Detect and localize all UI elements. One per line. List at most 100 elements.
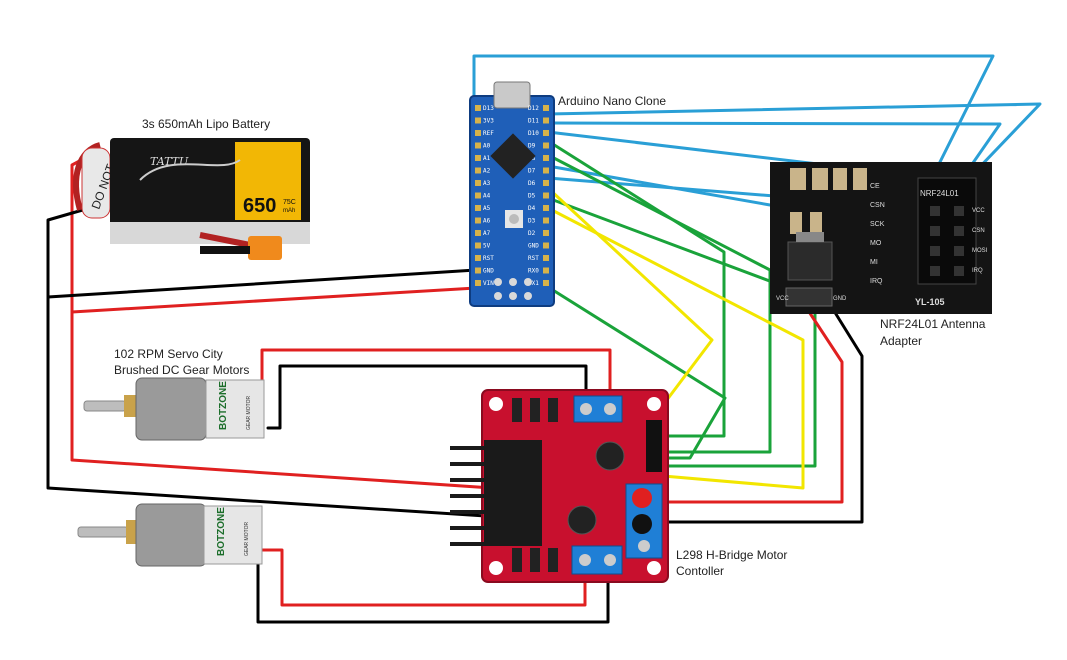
red-wire-nrf-vcc xyxy=(653,293,844,504)
arduino-pin xyxy=(475,155,481,161)
arduino-pin xyxy=(475,167,481,174)
arduino-pin xyxy=(543,105,549,111)
arduino-pin-label: A1 xyxy=(483,155,491,162)
arduino-pin xyxy=(543,242,549,249)
arduino-pin-label: D7 xyxy=(528,168,536,175)
arduino-pin-label: VIN xyxy=(483,280,494,287)
arduino-pin-label: A7 xyxy=(483,230,491,237)
motors-label-line2: Brushed DC Gear Motors xyxy=(114,363,249,377)
battery-label: 3s 650mAh Lipo Battery xyxy=(142,117,270,131)
motor2-can xyxy=(203,505,263,565)
arduino-pin-label: D5 xyxy=(528,193,536,200)
nrf-socket-hole xyxy=(930,266,940,276)
nrf-socket-hole xyxy=(954,266,964,276)
motor2-black-wire xyxy=(256,558,610,624)
motor2-sub: GEAR MOTOR xyxy=(244,522,250,556)
arduino-pin-label: A0 xyxy=(483,143,491,150)
arduino-pin-label: D9 xyxy=(528,143,536,150)
arduino-pin xyxy=(475,105,481,111)
wires xyxy=(46,54,1042,624)
nrf-socket-hole xyxy=(930,226,940,236)
arduino-pin-label: A2 xyxy=(483,168,491,175)
spi-wire-1 xyxy=(472,54,995,224)
nrf-pin-label: CE xyxy=(870,183,880,190)
nrf-pin-label: SCK xyxy=(870,221,885,228)
arduino-pin-label: TX1 xyxy=(528,280,539,287)
hbridge-label-line1: L298 H-Bridge Motor xyxy=(676,548,787,562)
arduino-pin-label: D6 xyxy=(528,180,536,187)
nrf-pin-label: VCC xyxy=(972,208,985,214)
arduino-pin xyxy=(543,205,549,211)
nrf-socket-holes xyxy=(930,206,964,276)
green-wire-1 xyxy=(546,139,726,438)
battery-unit: mAh xyxy=(283,208,295,214)
arduino-label: Arduino Nano Clone xyxy=(558,94,666,108)
arduino-pin-label: RX0 xyxy=(528,268,539,275)
voltage-regulator xyxy=(787,241,833,281)
arduino-pin-label: D12 xyxy=(528,105,539,112)
motor2-gearbox xyxy=(135,503,207,567)
green-wire-2 xyxy=(546,153,772,454)
arduino-nano: D13D123V3D11REFD10A0D9A1D8A2D7A3D6A4D5A5… xyxy=(469,81,666,307)
arduino-pin xyxy=(475,230,481,236)
motor2-brand: BOTZONE xyxy=(216,507,227,556)
nrf-pin-label: MO xyxy=(870,240,882,247)
arduino-pin-label: D2 xyxy=(528,230,536,237)
arduino-pin xyxy=(543,255,549,261)
nrf-socket-hole xyxy=(954,226,964,236)
black-wire-nrf-gnd xyxy=(653,296,864,524)
nrf-pin-label: MOSI xyxy=(972,248,988,254)
atmega-chip xyxy=(490,133,536,179)
power-terminal-gnd xyxy=(632,514,652,534)
arduino-pin xyxy=(475,217,481,224)
arduino-pin-label: A6 xyxy=(483,218,491,225)
arduino-pin-label: GND xyxy=(528,243,539,250)
arduino-pin xyxy=(475,267,481,274)
motor1-black-wire xyxy=(266,364,588,430)
hbridge-label-line2: Contoller xyxy=(676,564,724,578)
arduino-pin-label: 3V3 xyxy=(483,118,494,125)
arduino-board xyxy=(469,95,555,307)
gear-motor-1: BOTZONE GEAR MOTOR 102 RPM Servo City Br… xyxy=(83,347,265,441)
arduino-pin-label: A4 xyxy=(483,193,491,200)
nrf-label-line1: NRF24L01 Antenna xyxy=(880,317,986,331)
arduino-pin-label: D4 xyxy=(528,205,536,212)
nrf-label-line2: Adapter xyxy=(880,334,922,348)
arduino-pin xyxy=(543,217,549,224)
motor2-shaft xyxy=(77,526,129,538)
arduino-pin xyxy=(475,205,481,211)
arduino-pin-label: D3 xyxy=(528,218,536,225)
arduino-pin xyxy=(543,267,549,274)
arduino-pin xyxy=(543,230,549,236)
icsp-header xyxy=(494,278,532,300)
gear-motor-2: BOTZONE GEAR MOTOR xyxy=(77,503,263,567)
battery-rating: 75C xyxy=(283,199,296,206)
arduino-pin xyxy=(543,180,549,186)
arduino-pin-label: D13 xyxy=(483,105,494,112)
nrf-socket-hole xyxy=(930,206,940,216)
arduino-pin xyxy=(543,117,549,124)
yellow-wire-2 xyxy=(546,206,805,490)
nrf-pin-label: IRQ xyxy=(972,268,983,274)
nrf-socket-hole xyxy=(954,206,964,216)
xt30-connector xyxy=(248,236,282,260)
nrf-model-text: YL-105 xyxy=(915,297,945,307)
arduino-pin xyxy=(543,280,549,286)
usb-port xyxy=(493,81,531,109)
arduino-pin-label: A3 xyxy=(483,180,491,187)
lipo-battery: DO NOT TATTU 650 75C mAh 3s 650mAh Lipo … xyxy=(73,117,310,260)
nrf-power-header xyxy=(785,287,833,307)
battery-capacity: 650 xyxy=(243,195,276,217)
motor1-gearbox xyxy=(135,377,207,441)
heatsink xyxy=(450,440,542,546)
black-wire-battery xyxy=(46,203,645,528)
arduino-pin-headers: D13D123V3D11REFD10A0D9A1D8A2D7A3D6A4D5A5… xyxy=(475,105,549,287)
arduino-pin-label: GND xyxy=(483,268,494,275)
motor1-brand: BOTZONE xyxy=(218,381,229,430)
arduino-pin xyxy=(543,167,549,174)
nrf-socket xyxy=(917,177,977,285)
capacitor-2 xyxy=(567,505,597,535)
arduino-pin-label: D11 xyxy=(528,118,539,125)
motor1-red-wire xyxy=(260,348,612,402)
